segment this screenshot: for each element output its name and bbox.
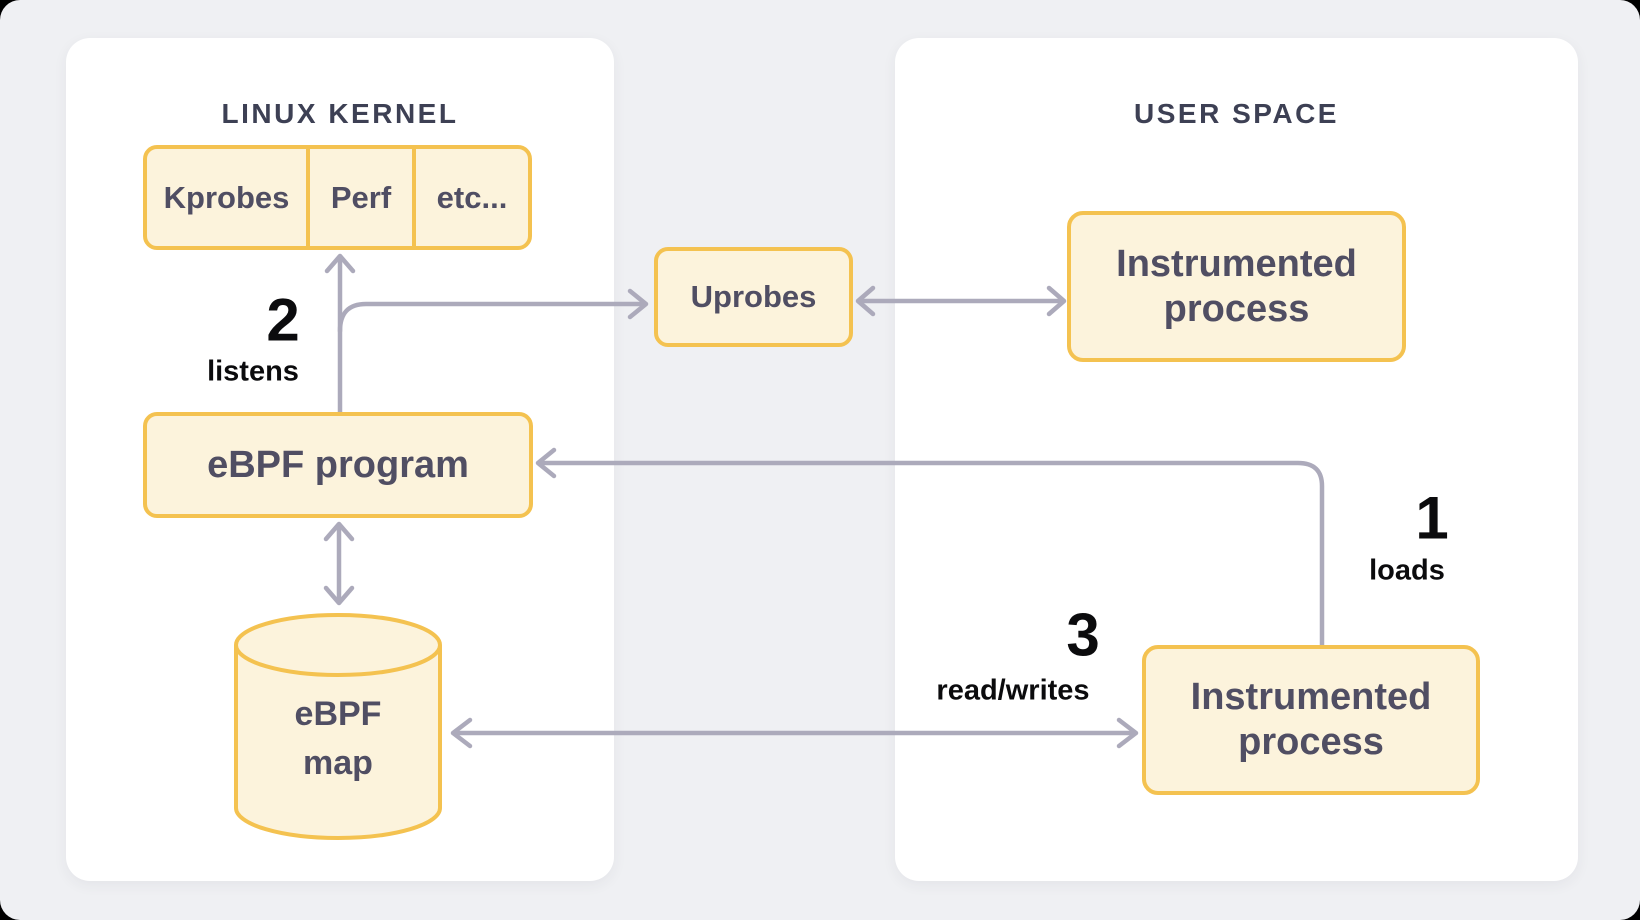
ebpf-map-line2: map — [303, 744, 373, 782]
instrumented-process-top-node: Instrumented process — [1067, 211, 1406, 362]
perf-cell: Perf — [310, 149, 416, 246]
ebpf-program-node: eBPF program — [143, 412, 533, 518]
linux-kernel-title: LINUX KERNEL — [221, 98, 459, 129]
etc-cell: etc... — [416, 149, 528, 246]
etc-label: etc... — [436, 179, 508, 215]
kprobes-cell: Kprobes — [147, 149, 310, 246]
step-2-number: 2 — [266, 286, 300, 354]
user-space-title: USER SPACE — [1134, 98, 1339, 129]
step-1-number: 1 — [1415, 484, 1449, 552]
uprobes-node: Uprobes — [654, 247, 853, 347]
step-2-label: listens — [207, 355, 299, 388]
perf-label: Perf — [330, 179, 392, 215]
ebpf-map-line1: eBPF — [294, 695, 382, 733]
step-3-number: 3 — [1066, 601, 1100, 669]
instrumented-top-line1: Instrumented — [1116, 242, 1357, 285]
step-1-label: loads — [1369, 554, 1445, 587]
step-3-label: read/writes — [936, 674, 1090, 707]
kprobes-label: Kprobes — [163, 179, 290, 215]
instrumented-bottom-line1: Instrumented — [1190, 676, 1432, 718]
uprobes-label: Uprobes — [690, 279, 817, 314]
instrumented-process-bottom-node: Instrumented process — [1142, 645, 1480, 795]
instrumented-bottom-line2: process — [1238, 721, 1384, 763]
ebpf-map-label: eBPF map — [295, 690, 382, 788]
kernel-probes-row: Kprobes Perf etc... — [143, 145, 532, 250]
ebpf-program-label: eBPF program — [207, 443, 469, 486]
instrumented-top-line2: process — [1163, 287, 1310, 330]
